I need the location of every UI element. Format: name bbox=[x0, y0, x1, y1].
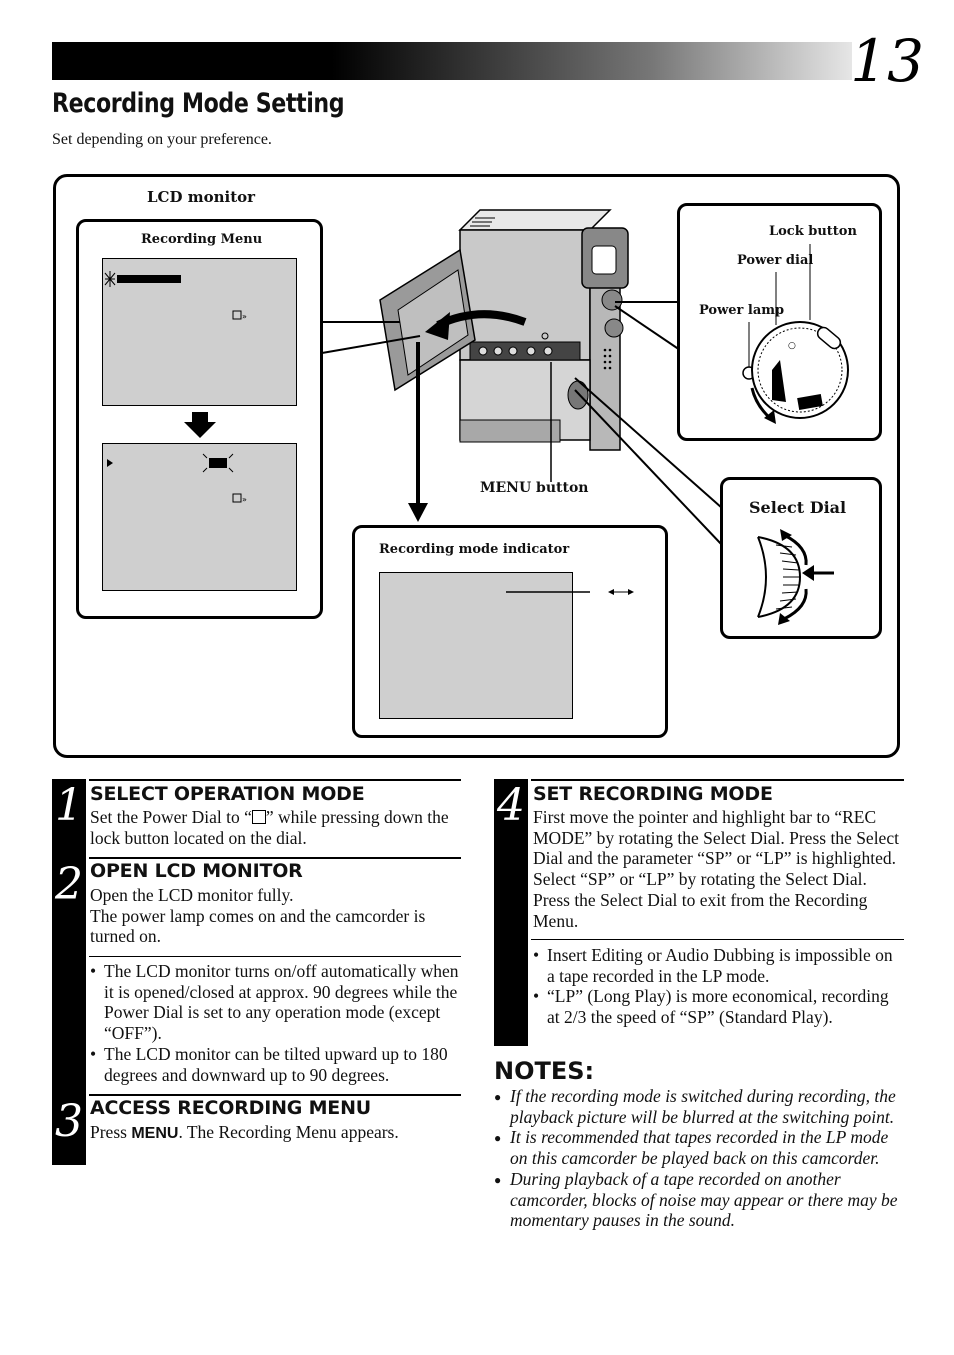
lock-button-label: Lock button bbox=[769, 224, 857, 239]
menu-screen-before-graphic: » bbox=[104, 271, 247, 321]
step-2-bullet: The LCD monitor turns on/off automatical… bbox=[90, 961, 462, 1044]
svg-text:»: » bbox=[242, 495, 247, 504]
step-2-line2: The power lamp comes on and the camcorde… bbox=[90, 905, 426, 947]
recording-mode-indicator-label: Recording mode indicator bbox=[379, 542, 570, 557]
step-3-rule bbox=[89, 1094, 461, 1096]
select-dial-icon bbox=[757, 529, 834, 625]
step-4-text: First move the pointer and highlight bar… bbox=[533, 807, 899, 931]
step-2-heading: OPEN LCD MONITOR bbox=[90, 860, 303, 882]
step-1-text-after: ” while pressing down the lock button lo… bbox=[90, 807, 449, 848]
power-dial-label: Power dial bbox=[737, 253, 814, 268]
step-2-divider bbox=[89, 956, 461, 957]
note-item: During playback of a tape recorded on an… bbox=[494, 1169, 904, 1231]
step-3-text: Press MENU. The Recording Menu appears. bbox=[90, 1122, 462, 1145]
callout-lines bbox=[321, 301, 723, 546]
header-bar bbox=[52, 42, 852, 80]
svg-text:»: » bbox=[242, 312, 247, 321]
step-2-number: 2 bbox=[55, 859, 83, 910]
notes-list: If the recording mode is switched during… bbox=[494, 1086, 904, 1231]
step-1-rule bbox=[89, 779, 461, 781]
notes-heading: NOTES: bbox=[494, 1057, 595, 1085]
menu-screen-after-graphic: » bbox=[107, 453, 247, 504]
square-icon bbox=[251, 810, 266, 824]
diagram-frame bbox=[53, 174, 900, 758]
camcorder-illustration bbox=[379, 209, 629, 451]
step-number-bar-left bbox=[52, 779, 86, 1165]
step-4-heading: SET RECORDING MODE bbox=[533, 783, 773, 805]
step-3-text-after: . The Recording Menu appears. bbox=[178, 1122, 399, 1142]
menu-bold-label: MENU bbox=[131, 1125, 179, 1142]
page-title: Recording Mode Setting bbox=[52, 88, 345, 119]
svg-text:○: ○ bbox=[788, 341, 796, 351]
page-number: 13 bbox=[850, 27, 924, 95]
step-2-rule bbox=[89, 857, 461, 859]
power-dial-icon: ○ bbox=[742, 244, 849, 424]
step-4-divider bbox=[531, 939, 904, 940]
indicator-screen bbox=[379, 572, 573, 719]
menu-button-label: MENU button bbox=[480, 480, 589, 496]
page-subtitle: Set depending on your preference. bbox=[52, 131, 272, 148]
step-1-text-before: Set the Power Dial to “ bbox=[90, 807, 252, 827]
step-4-bullet: “LP” (Long Play) is more economical, rec… bbox=[533, 986, 903, 1027]
note-item: If the recording mode is switched during… bbox=[494, 1086, 904, 1127]
step-4-bullets: Insert Editing or Audio Dubbing is impos… bbox=[533, 945, 903, 1028]
arrow-down-icon bbox=[184, 412, 216, 438]
step-2-bullets: The LCD monitor turns on/off automatical… bbox=[90, 961, 462, 1085]
step-4-number: 4 bbox=[497, 780, 525, 831]
step-1-heading: SELECT OPERATION MODE bbox=[90, 783, 365, 805]
step-3-number: 3 bbox=[55, 1096, 83, 1147]
step-2-line1: Open the LCD monitor fully. bbox=[90, 885, 294, 905]
menu-screen-after: » bbox=[102, 443, 297, 591]
step-4-rule bbox=[531, 779, 904, 781]
power-lamp-label: Power lamp bbox=[699, 303, 785, 318]
step-1-number: 1 bbox=[55, 780, 83, 831]
select-dial-label: Select Dial bbox=[749, 498, 847, 517]
menu-screen-before: » bbox=[102, 258, 297, 406]
step-2-text: Open the LCD monitor fully. The power la… bbox=[90, 885, 462, 947]
note-item: It is recommended that tapes recorded in… bbox=[494, 1127, 904, 1168]
indicator-pointer bbox=[506, 589, 634, 595]
step-4-bullet: Insert Editing or Audio Dubbing is impos… bbox=[533, 945, 903, 986]
step-3-heading: ACCESS RECORDING MENU bbox=[90, 1097, 372, 1119]
recording-menu-label: Recording Menu bbox=[141, 232, 263, 247]
lcd-monitor-label: LCD monitor bbox=[147, 188, 256, 206]
step-2-bullet: The LCD monitor can be tilted upward up … bbox=[90, 1044, 462, 1085]
select-dial-panel bbox=[720, 477, 882, 639]
step-1-text: Set the Power Dial to “” while pressing … bbox=[90, 807, 462, 848]
step-3-text-before: Press bbox=[90, 1122, 132, 1142]
step-4-number-bar bbox=[494, 779, 528, 1046]
